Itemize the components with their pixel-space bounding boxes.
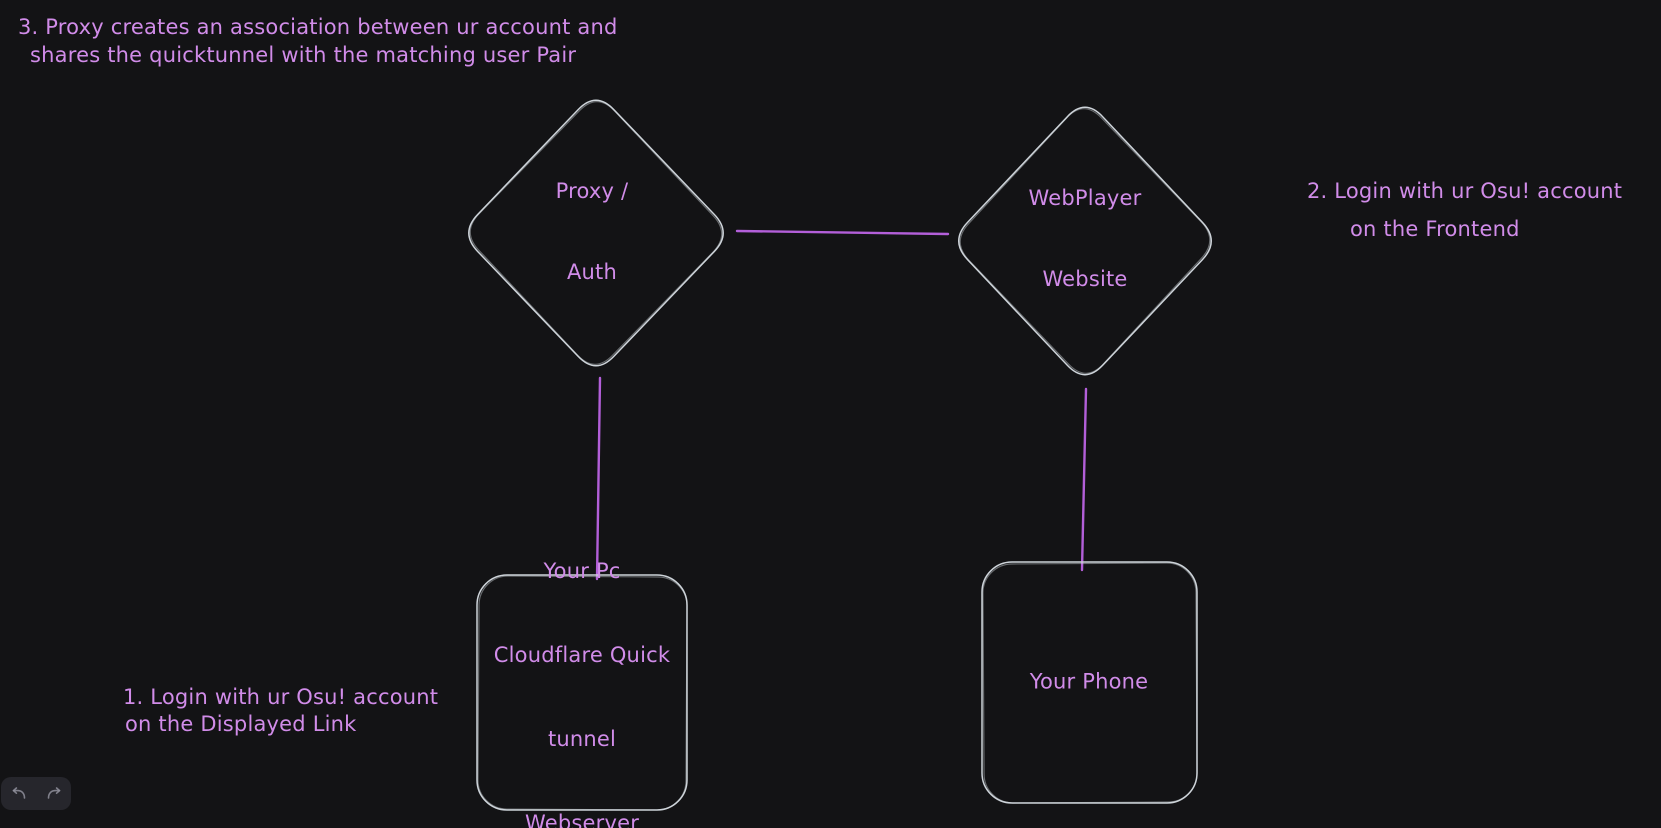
pc-label-line1: Your Pc xyxy=(543,559,621,583)
pc-label-line2: Cloudflare Quick xyxy=(493,643,671,667)
proxy-auth-diamond[interactable] xyxy=(468,99,724,367)
annotation-step3-line2[interactable]: shares the quicktunnel with the matching… xyxy=(30,43,577,67)
webplayer-website-diamond[interactable] xyxy=(958,106,1212,376)
phone-box[interactable] xyxy=(981,561,1198,804)
annotation-step2-line2[interactable]: on the Frontend xyxy=(1350,217,1520,241)
proxy-auth-label[interactable]: Proxy / Auth xyxy=(556,124,629,340)
connector-proxy-pcbox-line[interactable] xyxy=(595,376,602,581)
connector-webplayer-phone-line[interactable] xyxy=(1080,387,1088,572)
webplayer-label-line1: WebPlayer xyxy=(1028,186,1142,210)
annotation-step2-line1[interactable]: 2. Login with ur Osu! account xyxy=(1307,179,1623,203)
proxy-auth-label-line2: Auth xyxy=(566,260,618,284)
connector-proxy-webplayer-line[interactable] xyxy=(735,229,950,236)
pc-label-line3: tunnel xyxy=(547,727,617,751)
webplayer-website-label[interactable]: WebPlayer Website xyxy=(1029,131,1142,347)
annotation-step3-line1[interactable]: 3. Proxy creates an association between … xyxy=(18,15,618,39)
undo-icon xyxy=(12,787,25,799)
redo-button[interactable] xyxy=(40,780,68,808)
annotation-step1-line1[interactable]: 1. Login with ur Osu! account xyxy=(123,685,439,709)
redo-icon xyxy=(47,787,60,799)
pc-webserver-label[interactable]: Your Pc Cloudflare Quick tunnel Webserve… xyxy=(494,501,670,828)
undo-button[interactable] xyxy=(5,780,33,808)
phone-label[interactable]: Your Phone xyxy=(1030,615,1149,750)
annotation-step1-line2[interactable]: on the Displayed Link xyxy=(125,712,357,736)
proxy-auth-label-line1: Proxy / xyxy=(555,179,629,203)
pc-webserver-box[interactable] xyxy=(476,574,688,811)
phone-label-line1: Your Phone xyxy=(1029,669,1149,694)
undo-redo-panel xyxy=(1,777,71,810)
pc-label-line4: Webserver xyxy=(524,811,640,828)
webplayer-label-line2: Website xyxy=(1042,267,1128,291)
